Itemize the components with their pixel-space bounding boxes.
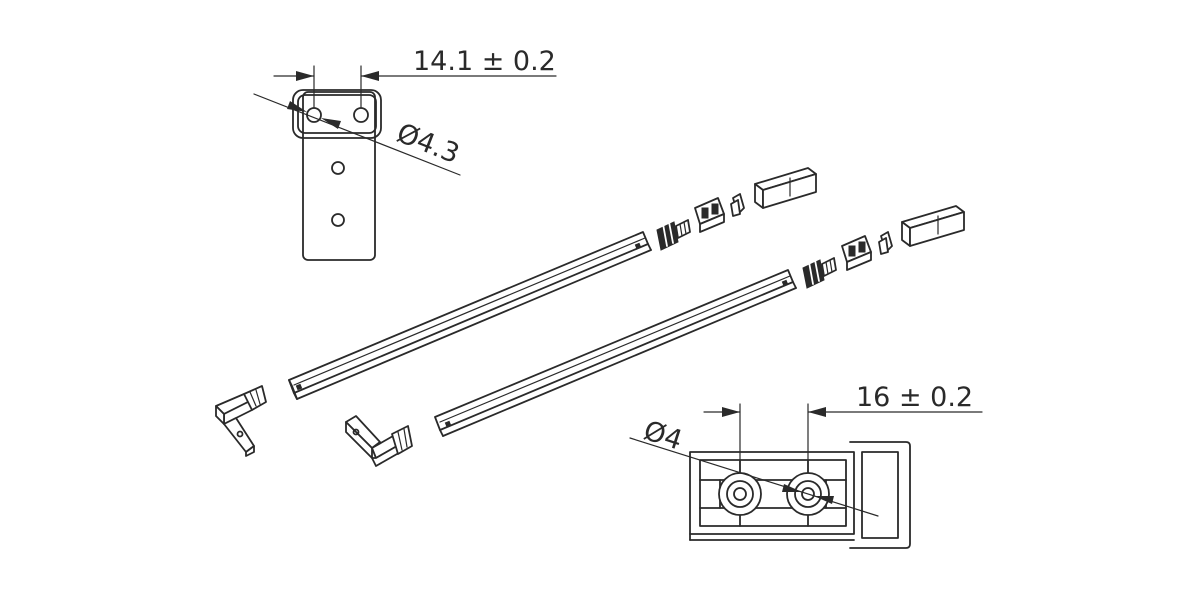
end-cap-detail	[629, 403, 983, 549]
dimension-top-width: 14.1 ± 0.2	[413, 46, 556, 77]
rail-upper	[288, 231, 652, 400]
corner-connector-left	[215, 385, 267, 457]
connector-parts-lower	[802, 205, 965, 289]
corner-connector-middle	[345, 415, 413, 467]
rail-lower	[434, 269, 797, 437]
dimension-bottom-width: 16 ± 0.2	[856, 382, 973, 413]
mounting-bracket-detail	[253, 65, 557, 261]
dimension-bottom-hole: Ø4	[640, 415, 686, 456]
connector-parts-upper	[656, 167, 817, 251]
